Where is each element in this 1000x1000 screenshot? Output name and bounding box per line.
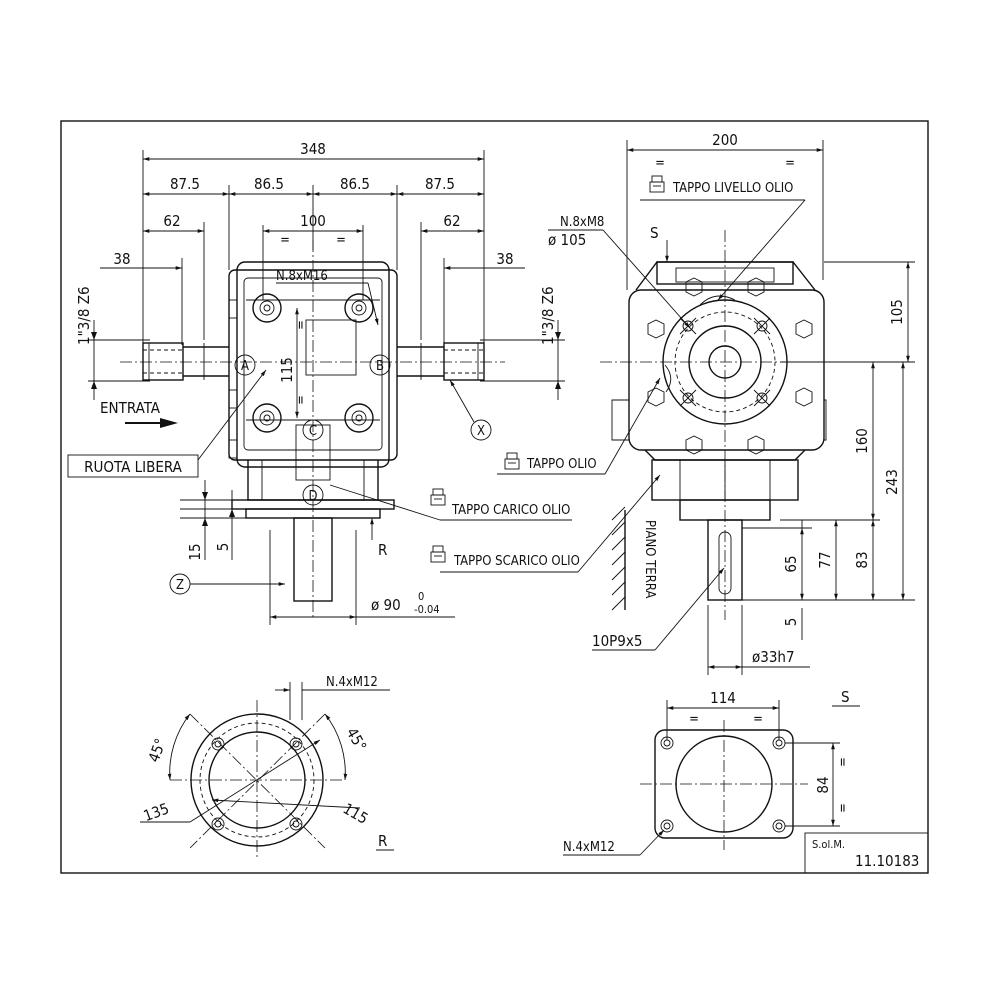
- ground-hatch: [611, 506, 626, 611]
- bolts-m8-label: N.8xM8: [560, 215, 604, 230]
- dim-15: 15: [186, 543, 204, 560]
- plug-icon: [430, 545, 446, 563]
- view-r-bottom-label: R: [378, 832, 387, 850]
- dim-90: ø 90: [371, 596, 401, 614]
- dim-84: 84: [814, 776, 832, 793]
- left-input-shaft: [142, 342, 229, 381]
- dim-100: 100: [300, 212, 326, 230]
- dim-65: 65: [782, 555, 800, 572]
- dim-62-right: 62: [443, 212, 460, 230]
- dim-87-5-right: 87.5: [425, 175, 455, 193]
- view-s-label: S: [841, 688, 850, 706]
- dim-115-flange: 115: [340, 799, 371, 827]
- circle-x-label: X: [477, 424, 485, 439]
- circle-d: [302, 484, 324, 506]
- dim-105-vert: 105: [888, 299, 906, 325]
- dim-38-left: 38: [113, 250, 130, 268]
- equal-mark: =: [294, 320, 309, 330]
- dim-5-right: 5: [782, 618, 800, 627]
- circle-b: [369, 354, 391, 376]
- dim-348: 348: [300, 140, 326, 158]
- dim-86-5-right: 86.5: [340, 175, 370, 193]
- thread-left-label: 1"3/8 Z6: [75, 286, 93, 345]
- equal-mark: =: [785, 156, 795, 171]
- dim-77: 77: [816, 551, 834, 568]
- piano-terra-label: PIANO TERRA: [642, 520, 657, 598]
- tappo-carico-label: TAPPO CARICO OLIO: [451, 503, 570, 518]
- entrata-label: ENTRATA: [100, 399, 161, 417]
- title-block-label: S.ol.M.: [812, 838, 845, 851]
- circle-a-label: A: [241, 359, 249, 374]
- dim-135: 135: [141, 799, 171, 825]
- thread-right-label: 1"3/8 Z6: [539, 286, 557, 345]
- circle-c: [302, 419, 324, 441]
- equal-mark: =: [836, 757, 851, 767]
- right-input-shaft: [397, 342, 485, 381]
- angle-45-left: 45°: [145, 736, 170, 765]
- tappo-olio-label: TAPPO OLIO: [526, 457, 597, 472]
- dim-243: 243: [883, 469, 901, 495]
- view-s-top-label: S: [650, 224, 659, 242]
- angle-45-right: 45°: [343, 725, 371, 755]
- circle-a: [234, 354, 256, 376]
- dim-38-right: 38: [496, 250, 513, 268]
- dim-86-5-left: 86.5: [254, 175, 284, 193]
- drawing-frame: [60, 120, 929, 874]
- equal-mark: =: [336, 233, 346, 248]
- flange-r-view: 45° 45° N.4xM12 135 115 R: [140, 675, 394, 860]
- dim-160: 160: [853, 428, 871, 454]
- circle-c-label: C: [309, 424, 317, 439]
- bolts-m12-bottom-label: N.4xM12: [563, 840, 615, 855]
- dim-87-5-left: 87.5: [170, 175, 200, 193]
- bolt-circle-105-label: ø 105: [548, 231, 586, 249]
- dim-62-left: 62: [163, 212, 180, 230]
- plug-icon: [649, 175, 665, 193]
- tappo-scarico-label: TAPPO SCARICO OLIO: [453, 554, 580, 569]
- ruota-libera-box: [67, 454, 199, 478]
- dim-5-left: 5: [214, 543, 232, 552]
- plug-icon: [430, 488, 446, 506]
- dim-90-tol-lower: -0.04: [414, 603, 440, 616]
- bolts-m12-top-label: N.4xM12: [326, 675, 378, 690]
- dim-83: 83: [853, 551, 871, 568]
- tappo-livello-label: TAPPO LIVELLO OLIO: [672, 181, 793, 196]
- dim-200: 200: [712, 131, 738, 149]
- view-r-label: R: [378, 541, 387, 559]
- equal-mark: =: [753, 712, 763, 727]
- equal-mark: =: [689, 712, 699, 727]
- dim-115: 115: [278, 357, 296, 383]
- circle-d-label: D: [308, 489, 317, 504]
- equal-mark: =: [294, 395, 309, 405]
- bolts-m16-label: N.8xM16: [276, 269, 328, 284]
- ruota-libera-label: RUOTA LIBERA: [84, 458, 183, 476]
- dim-33: ø33h7: [752, 648, 795, 666]
- circle-z-label: Z: [176, 578, 184, 593]
- gearbox-body-front: [228, 261, 398, 602]
- equal-mark: =: [836, 803, 851, 813]
- key-label: 10P9x5: [592, 632, 642, 650]
- title-block-code: 11.10183: [855, 852, 919, 870]
- equal-mark: =: [655, 156, 665, 171]
- circle-x: [470, 419, 492, 441]
- equal-mark: =: [280, 233, 290, 248]
- dim-114: 114: [710, 689, 736, 707]
- title-block: S.ol.M. 11.10183: [804, 832, 929, 874]
- front-view: 348 87.5 86.5 86.5 87.5 62 100 = = 62 38…: [67, 140, 661, 625]
- plug-icon: [504, 452, 520, 470]
- side-view: 200 = = TAPPO LIVELLO OLIO N.8xM8 ø 105 …: [497, 131, 915, 675]
- circle-b-label: B: [376, 359, 384, 374]
- dim-90-tol-upper: 0: [418, 590, 424, 603]
- flange-s-view: S 114 = = 84 = = N.4xM12: [563, 688, 860, 856]
